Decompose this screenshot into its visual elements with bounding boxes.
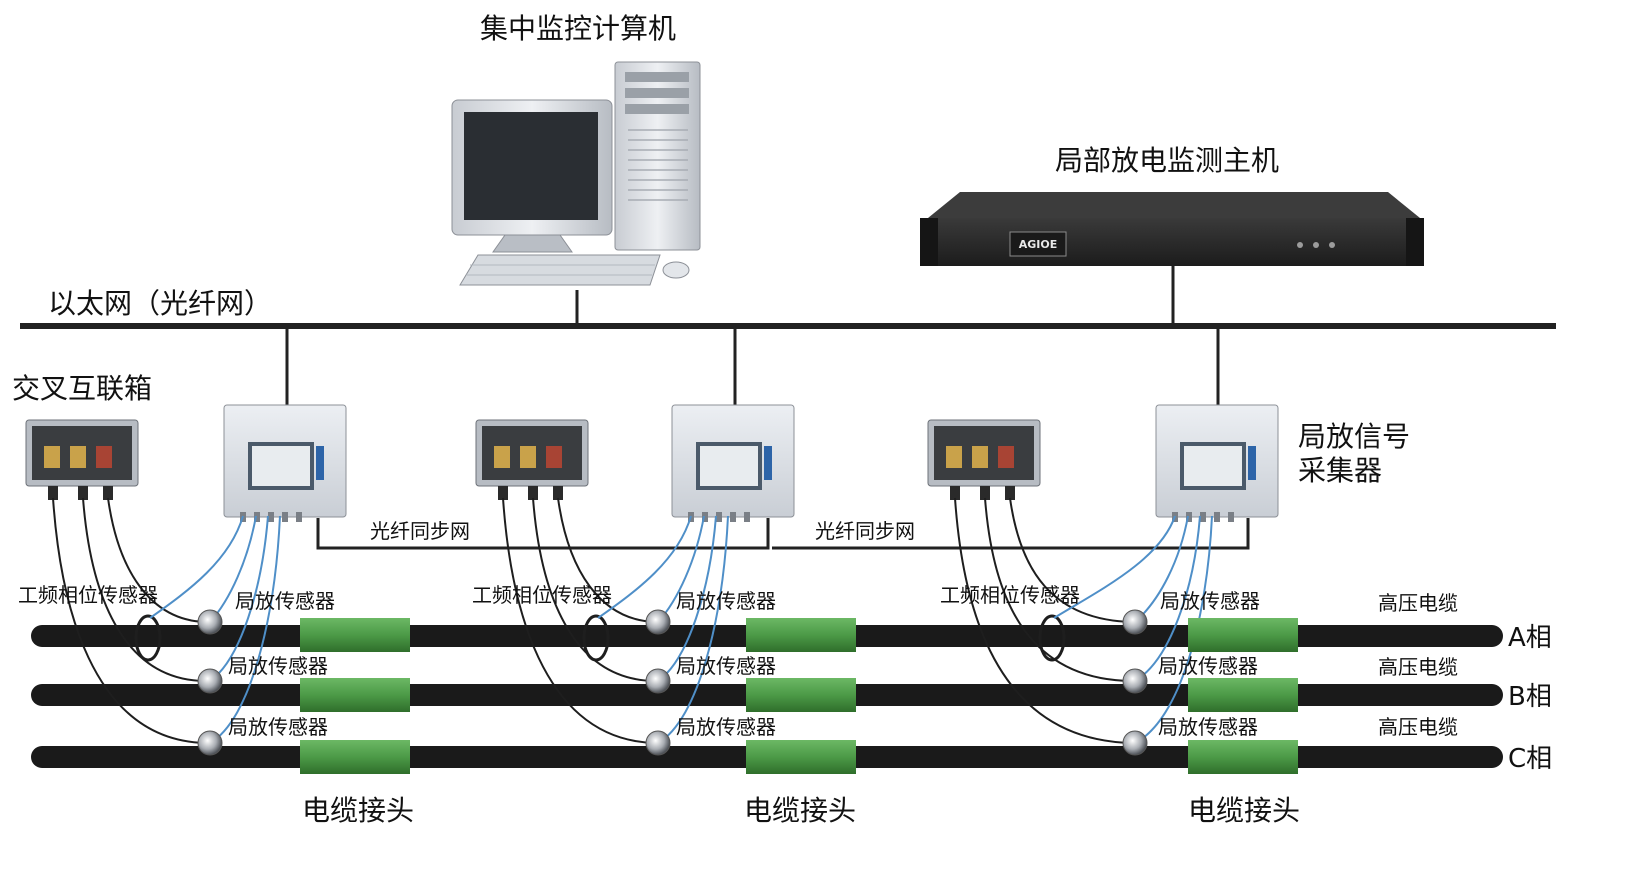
signal-wire bbox=[1134, 515, 1201, 682]
pd-sensor-label: 局放传感器 bbox=[228, 654, 328, 678]
power-freq-ring bbox=[1038, 614, 1066, 662]
cross-bond-box-label: 交叉互联箱 bbox=[12, 372, 152, 405]
cable-joint-a bbox=[746, 618, 856, 652]
pd-sensor-c bbox=[197, 730, 223, 756]
power-freq-sensor-label: 工频相位传感器 bbox=[940, 583, 1080, 607]
pd-host-label: 局部放电监测主机 bbox=[1055, 144, 1279, 177]
section-1 bbox=[25, 404, 410, 774]
signal-wire bbox=[597, 515, 692, 619]
pd-sensor-label: 局放传感器 bbox=[1158, 654, 1258, 678]
collector-label-line1: 局放信号 bbox=[1298, 420, 1410, 453]
pd-signal-collector bbox=[223, 404, 347, 522]
power-freq-ring bbox=[582, 614, 610, 662]
central-computer-label: 集中监控计算机 bbox=[480, 12, 676, 45]
pd-sensor-c bbox=[1122, 730, 1148, 756]
power-freq-sensor-label: 工频相位传感器 bbox=[472, 583, 612, 607]
pd-sensor-label: 局放传感器 bbox=[676, 715, 776, 739]
cross-bond-box bbox=[927, 419, 1041, 500]
pd-sensor-b bbox=[1122, 668, 1148, 694]
bonding-wire bbox=[532, 497, 656, 682]
pd-sensor-c bbox=[645, 730, 671, 756]
pd-sensor-label: 局放传感器 bbox=[235, 589, 335, 613]
cable-joint-b bbox=[746, 678, 856, 712]
pd-sensor-label: 局放传感器 bbox=[1158, 715, 1258, 739]
phase-b-label: B相 bbox=[1508, 682, 1552, 712]
cable-joint-c bbox=[1188, 740, 1298, 774]
bonding-wire bbox=[82, 497, 206, 682]
bonding-wire bbox=[557, 497, 656, 623]
pd-sensor-a bbox=[645, 609, 671, 635]
central-computer bbox=[451, 61, 701, 286]
signal-wire bbox=[657, 515, 729, 744]
cable-joint-label: 电缆接头 bbox=[302, 794, 414, 827]
pd-sensor-label: 局放传感器 bbox=[676, 654, 776, 678]
pd-sensor-label: 局放传感器 bbox=[228, 715, 328, 739]
pd-host-logo: AGIOE bbox=[1019, 238, 1058, 251]
phase-a-label: A相 bbox=[1508, 623, 1552, 653]
pd-sensor-a bbox=[197, 609, 223, 635]
signal-wire bbox=[657, 515, 717, 682]
pd-host-unit bbox=[920, 192, 1424, 266]
fiber-sync-label: 光纤同步网 bbox=[815, 519, 915, 543]
pd-sensor-b bbox=[645, 668, 671, 694]
cross-bond-box bbox=[475, 419, 589, 500]
power-freq-sensor-label: 工频相位传感器 bbox=[18, 583, 158, 607]
signal-wire bbox=[149, 515, 244, 619]
pd-sensor-b bbox=[197, 668, 223, 694]
section-3 bbox=[927, 404, 1298, 774]
pd-signal-collector bbox=[1155, 404, 1279, 522]
hv-cable-label: 高压电缆 bbox=[1378, 655, 1458, 679]
bonding-wire bbox=[954, 497, 1133, 744]
fiber-sync-line bbox=[316, 518, 770, 550]
cable-joint-b bbox=[300, 678, 410, 712]
power-freq-ring bbox=[134, 614, 162, 662]
bonding-wire bbox=[52, 497, 206, 744]
bonding-wire bbox=[984, 497, 1133, 682]
fiber-sync-line bbox=[772, 518, 1250, 550]
phase-c-label: C相 bbox=[1508, 744, 1552, 774]
pd-sensor-label: 局放传感器 bbox=[676, 589, 776, 613]
signal-wire bbox=[1053, 515, 1176, 619]
cable-joint-label: 电缆接头 bbox=[1188, 794, 1300, 827]
cable-joint-a bbox=[1188, 618, 1298, 652]
signal-wire bbox=[1134, 515, 1213, 744]
ethernet-label: 以太网（光纤网） bbox=[48, 287, 272, 320]
cable-joint-a bbox=[300, 618, 410, 652]
pd-signal-collector bbox=[671, 404, 795, 522]
fiber-sync-label: 光纤同步网 bbox=[370, 519, 470, 543]
signal-wire bbox=[209, 515, 281, 744]
bonding-wire bbox=[107, 497, 206, 623]
section-2 bbox=[475, 404, 856, 774]
hv-cable-label: 高压电缆 bbox=[1378, 591, 1458, 615]
bonding-wire bbox=[502, 497, 656, 744]
pd-sensor-label: 局放传感器 bbox=[1160, 589, 1260, 613]
hv-cable-label: 高压电缆 bbox=[1378, 715, 1458, 739]
signal-wire bbox=[209, 515, 269, 682]
cable-joint-b bbox=[1188, 678, 1298, 712]
bonding-wire bbox=[1009, 497, 1133, 623]
cross-bond-box bbox=[25, 419, 139, 500]
cable-joint-c bbox=[746, 740, 856, 774]
collector-label-line2: 采集器 bbox=[1298, 454, 1382, 487]
cable-joint-c bbox=[300, 740, 410, 774]
pd-sensor-a bbox=[1122, 609, 1148, 635]
cable-joint-label: 电缆接头 bbox=[744, 794, 856, 827]
